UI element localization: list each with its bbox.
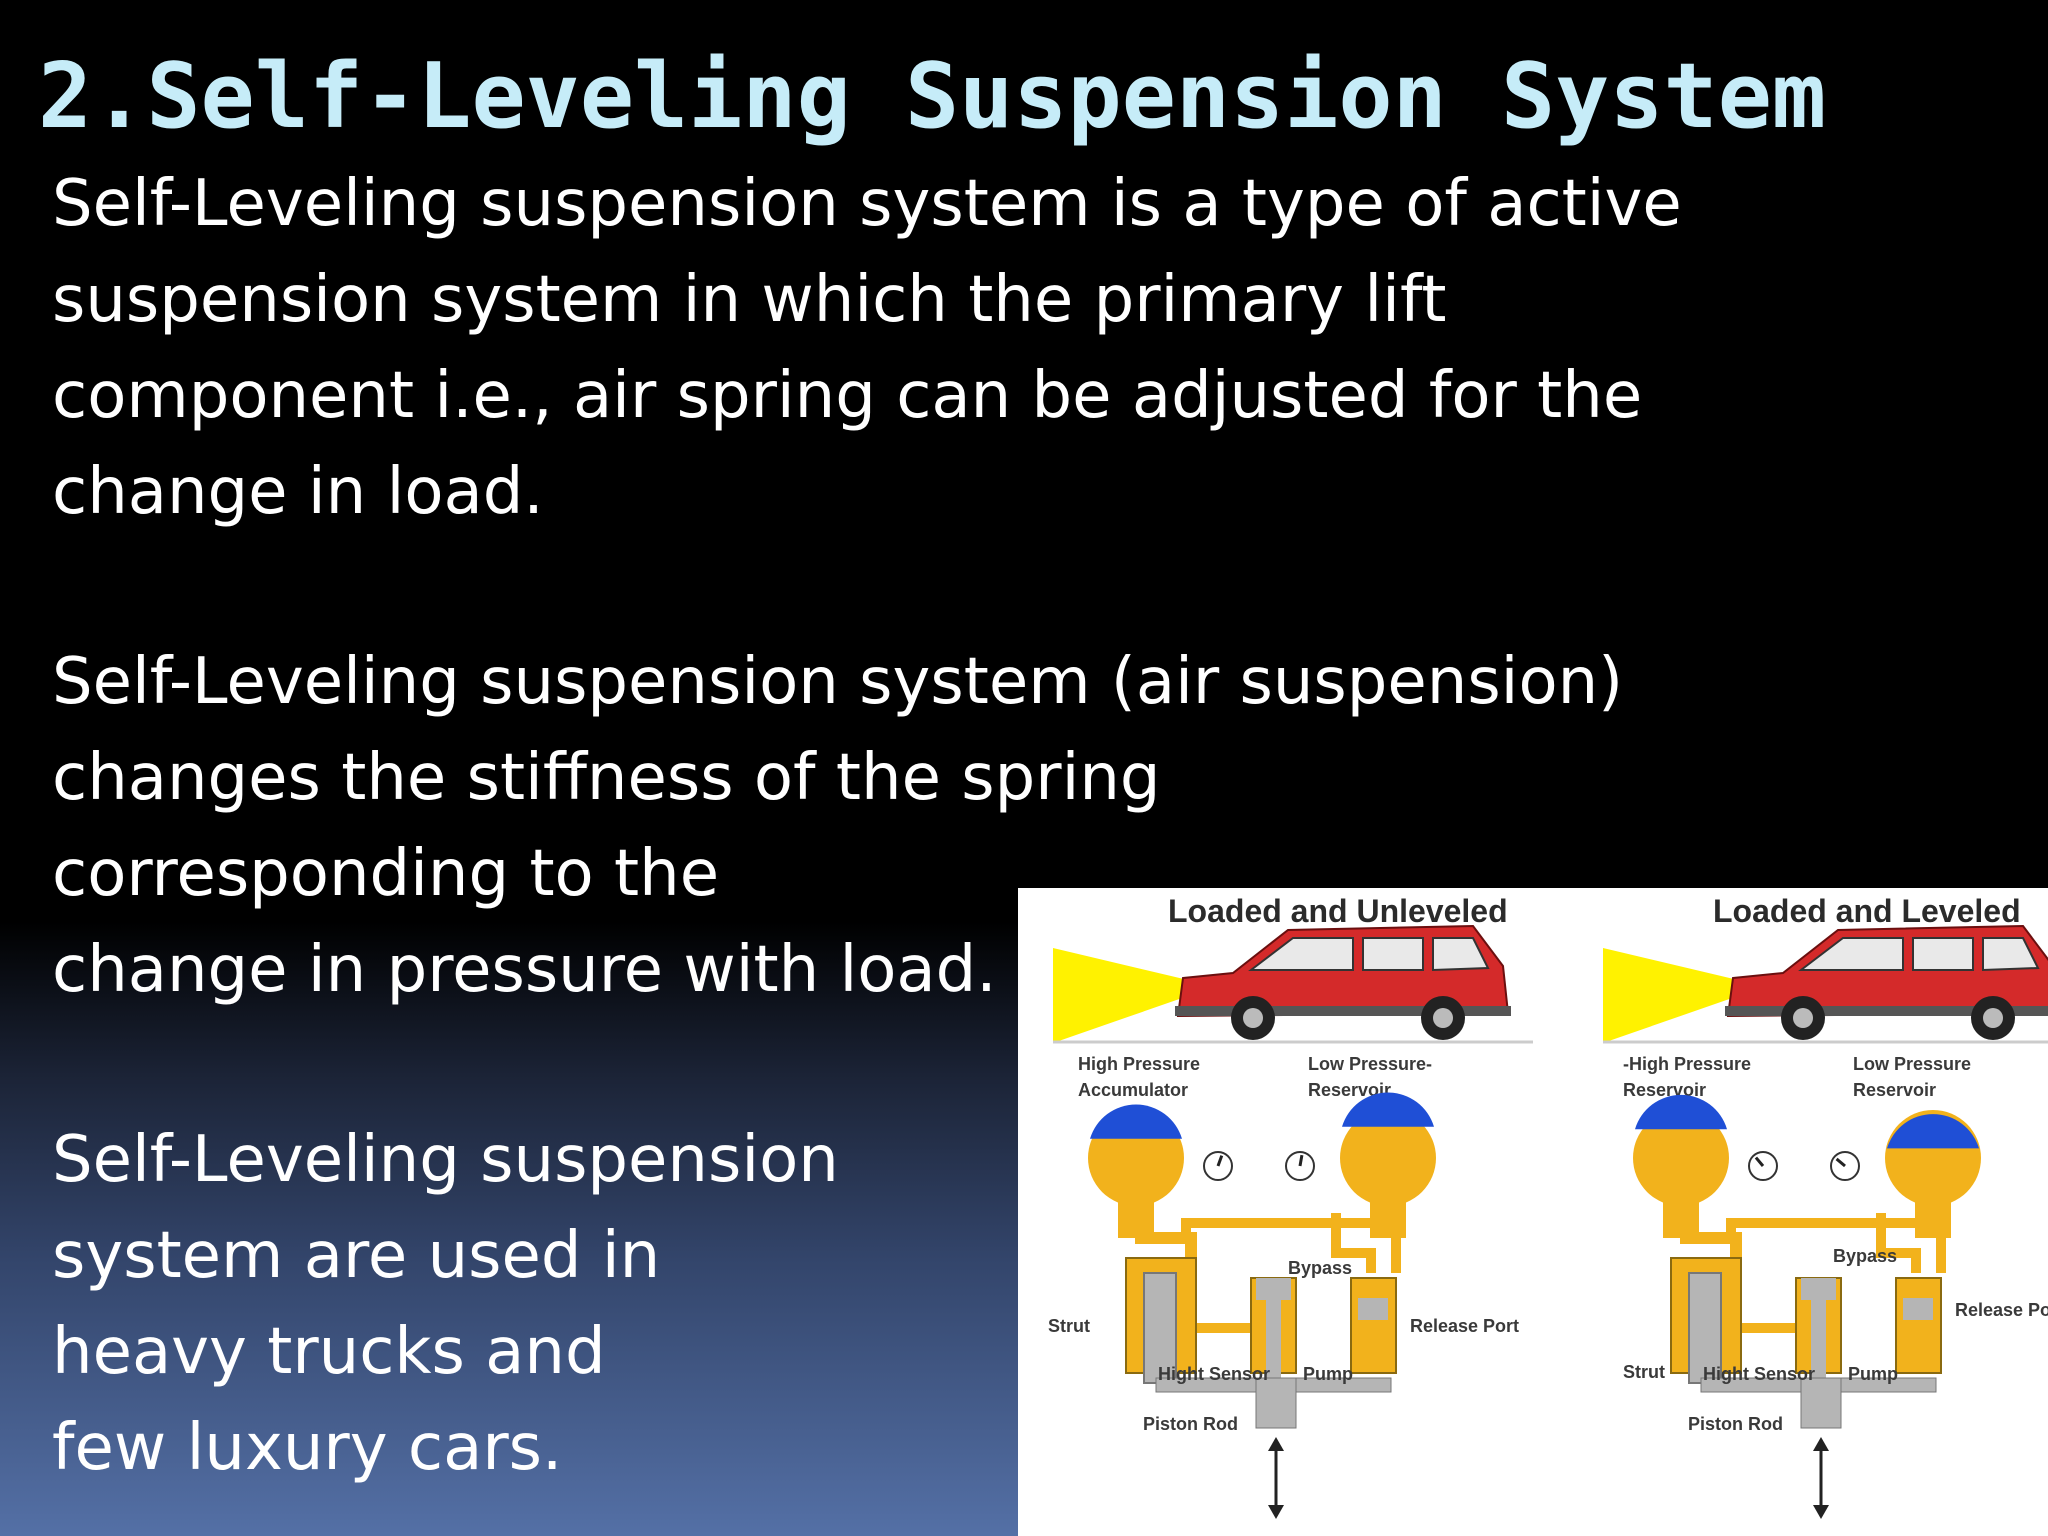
piston-rod <box>1800 1377 1842 1429</box>
fluid-tank <box>1340 1110 1436 1206</box>
label-height-sensor: Hight Sensor <box>1703 1364 1815 1384</box>
fluid-tank <box>1633 1110 1729 1206</box>
paragraph-applications: Self-Leveling suspension system are used… <box>52 1123 839 1485</box>
label-strut: Strut <box>1048 1316 1090 1336</box>
gas-chamber <box>1887 1114 1979 1149</box>
gauge-needle <box>1835 1157 1846 1168</box>
car-window <box>1432 937 1490 972</box>
arrow-up-icon <box>1813 1437 1829 1451</box>
label-piston-rod: Piston Rod <box>1688 1414 1783 1434</box>
car-window <box>1362 937 1424 971</box>
car-window <box>1982 937 2040 972</box>
fluid-pipe <box>1726 1218 1946 1273</box>
gas-chamber <box>1635 1094 1727 1130</box>
label-reservoir: Low Pressure-Reservoir <box>1308 1054 1432 1100</box>
gauge-needle <box>1754 1156 1765 1167</box>
slide-title: 2.Self-Leveling Suspension System <box>38 44 1827 149</box>
paragraph-air-suspension: Self-Leveling suspension system (air sus… <box>52 645 1624 1007</box>
car-window <box>1912 937 1974 971</box>
label-bypass: Bypass <box>1833 1246 1897 1266</box>
pump-piston-head <box>1801 1278 1836 1300</box>
gas-chamber <box>1090 1104 1182 1139</box>
fluid-pipe <box>1876 1213 1921 1273</box>
wheel-hub <box>1793 1008 1813 1028</box>
wheel-hub <box>1433 1008 1453 1028</box>
piston-rod <box>1255 1377 1297 1429</box>
panel-title: Loaded and Unleveled <box>1168 893 1508 929</box>
release-piston <box>1358 1298 1388 1320</box>
panel-title: Loaded and Leveled <box>1713 893 2021 929</box>
fluid-pipe <box>1181 1218 1401 1273</box>
fluid-pipe <box>1331 1213 1376 1273</box>
car-window <box>1798 937 1904 971</box>
pump-piston-head <box>1256 1278 1291 1300</box>
car-bumper <box>1175 1006 1511 1016</box>
release-cylinder <box>1895 1277 1942 1374</box>
headlight-beam <box>1053 948 1188 1043</box>
gas-chamber <box>1342 1092 1434 1127</box>
label-height-sensor: Hight Sensor <box>1158 1364 1270 1384</box>
release-cylinder <box>1350 1277 1397 1374</box>
pump-rod <box>1266 1298 1281 1378</box>
arrow-down-icon <box>1813 1505 1829 1519</box>
fluid-pipe <box>1680 1213 1742 1258</box>
gauge-needle <box>1216 1155 1224 1167</box>
car-bumper <box>1725 1006 2048 1016</box>
label-pump: Pump <box>1848 1364 1898 1384</box>
fluid-pipe <box>1135 1213 1197 1258</box>
label-release-port: Release Port <box>1955 1300 2048 1320</box>
wheel-hub <box>1983 1008 2003 1028</box>
label-piston-rod: Piston Rod <box>1143 1414 1238 1434</box>
paragraph-definition: Self-Leveling suspension system is a typ… <box>52 167 1682 529</box>
headlight-beam <box>1603 948 1738 1043</box>
pump-rod <box>1811 1298 1826 1378</box>
gauge-needle <box>1298 1154 1304 1167</box>
wheel-hub <box>1243 1008 1263 1028</box>
strut-piston <box>1143 1272 1177 1384</box>
label-strut: Strut <box>1623 1362 1665 1382</box>
release-piston <box>1903 1298 1933 1320</box>
arrow-down-icon <box>1268 1505 1284 1519</box>
label-bypass: Bypass <box>1288 1258 1352 1278</box>
car-window <box>1248 937 1354 971</box>
label-release-port: Release Port <box>1410 1316 1519 1336</box>
arrow-up-icon <box>1268 1437 1284 1451</box>
label-pump: Pump <box>1303 1364 1353 1384</box>
